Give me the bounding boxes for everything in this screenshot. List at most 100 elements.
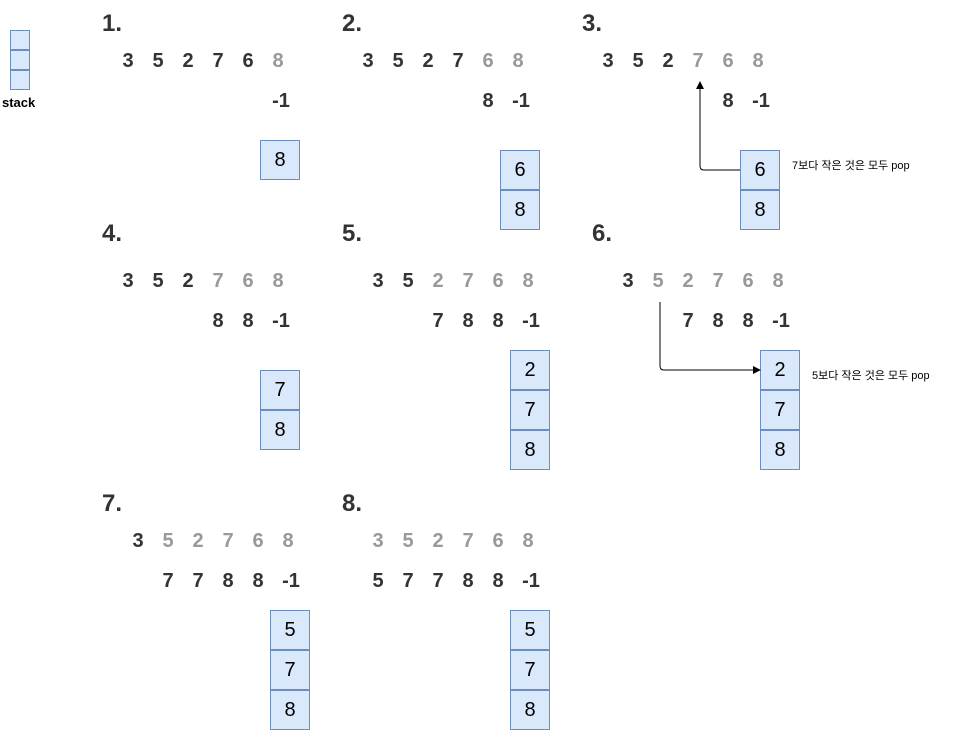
input-number: 8 [272, 50, 284, 72]
input-number: 3 [122, 270, 134, 292]
result-number: -1 [522, 310, 540, 332]
input-number: 2 [192, 530, 204, 552]
input-number: 7 [222, 530, 234, 552]
stack-cell: 2 [760, 350, 800, 390]
stack-cell: 7 [510, 650, 550, 690]
result-number: 8 [462, 310, 474, 332]
input-number: 7 [462, 530, 474, 552]
input-number: 8 [522, 270, 534, 292]
step-label: 1. [102, 10, 123, 37]
legend-cell [10, 70, 30, 90]
input-number: 5 [152, 50, 164, 72]
input-number: 8 [512, 50, 524, 72]
stack-cell: 5 [510, 610, 550, 650]
step-label: 5. [342, 220, 363, 247]
result-number: 5 [372, 570, 384, 592]
result-number: 8 [242, 310, 254, 332]
stack-cell: 8 [510, 690, 550, 730]
input-number: 5 [162, 530, 174, 552]
input-number: 2 [422, 50, 434, 72]
result-number: 8 [742, 310, 754, 332]
step-label: 3. [582, 10, 603, 37]
result-number: 8 [222, 570, 234, 592]
stack-cell: 8 [500, 190, 540, 230]
legend-cell [10, 50, 30, 70]
input-number: 8 [772, 270, 784, 292]
input-number: 5 [152, 270, 164, 292]
input-number: 8 [522, 530, 534, 552]
input-number: 2 [182, 50, 194, 72]
stack-cell: 7 [760, 390, 800, 430]
result-number: -1 [772, 310, 790, 332]
input-number: 6 [252, 530, 264, 552]
arrow-step-6 [659, 302, 761, 374]
result-number: 8 [212, 310, 224, 332]
input-number: 6 [242, 270, 254, 292]
result-number: 7 [432, 310, 444, 332]
stack-cell: 8 [740, 190, 780, 230]
result-number: -1 [512, 90, 530, 112]
result-number: 7 [192, 570, 204, 592]
legend-label: stack [2, 95, 36, 110]
input-number: 5 [632, 50, 644, 72]
input-number: 7 [452, 50, 464, 72]
input-number: 7 [212, 270, 224, 292]
result-number: 8 [462, 570, 474, 592]
input-number: 3 [602, 50, 614, 72]
input-number: 3 [622, 270, 634, 292]
input-number: 6 [242, 50, 254, 72]
step-label: 7. [102, 490, 123, 517]
input-number: 6 [492, 270, 504, 292]
input-number: 7 [212, 50, 224, 72]
input-number: 7 [692, 50, 704, 72]
stack-cell: 2 [510, 350, 550, 390]
result-number: 7 [432, 570, 444, 592]
legend-cell [10, 30, 30, 50]
input-number: 2 [662, 50, 674, 72]
input-number: 2 [682, 270, 694, 292]
result-number: 8 [722, 90, 734, 112]
pop-note: 5보다 작은 것은 모두 pop [812, 370, 930, 382]
result-number: -1 [282, 570, 300, 592]
result-number: 7 [162, 570, 174, 592]
stack-cell: 8 [260, 140, 300, 180]
input-number: 5 [392, 50, 404, 72]
result-number: 8 [492, 310, 504, 332]
arrow-step-3 [696, 81, 740, 171]
input-number: 3 [132, 530, 144, 552]
stack-cell: 6 [740, 150, 780, 190]
input-number: 2 [182, 270, 194, 292]
input-number: 7 [462, 270, 474, 292]
step-label: 6. [592, 220, 613, 247]
result-number: 8 [252, 570, 264, 592]
input-number: 3 [362, 50, 374, 72]
result-number: -1 [522, 570, 540, 592]
result-number: -1 [272, 90, 290, 112]
stack-cell: 7 [510, 390, 550, 430]
step-label: 2. [342, 10, 363, 37]
result-number: 8 [492, 570, 504, 592]
stack-cell: 6 [500, 150, 540, 190]
input-number: 6 [482, 50, 494, 72]
stack-cell: 8 [760, 430, 800, 470]
input-number: 3 [372, 270, 384, 292]
stack-cell: 8 [260, 410, 300, 450]
input-number: 3 [372, 530, 384, 552]
stack-cell: 7 [260, 370, 300, 410]
step-label: 4. [102, 220, 123, 247]
input-number: 8 [752, 50, 764, 72]
input-number: 2 [432, 270, 444, 292]
input-number: 8 [282, 530, 294, 552]
step-label: 8. [342, 490, 363, 517]
input-number: 6 [492, 530, 504, 552]
input-number: 5 [652, 270, 664, 292]
pop-note: 7보다 작은 것은 모두 pop [792, 160, 910, 172]
input-number: 6 [722, 50, 734, 72]
result-number: -1 [752, 90, 770, 112]
stack-cell: 8 [270, 690, 310, 730]
stack-cell: 8 [510, 430, 550, 470]
input-number: 2 [432, 530, 444, 552]
input-number: 5 [402, 270, 414, 292]
input-number: 3 [122, 50, 134, 72]
